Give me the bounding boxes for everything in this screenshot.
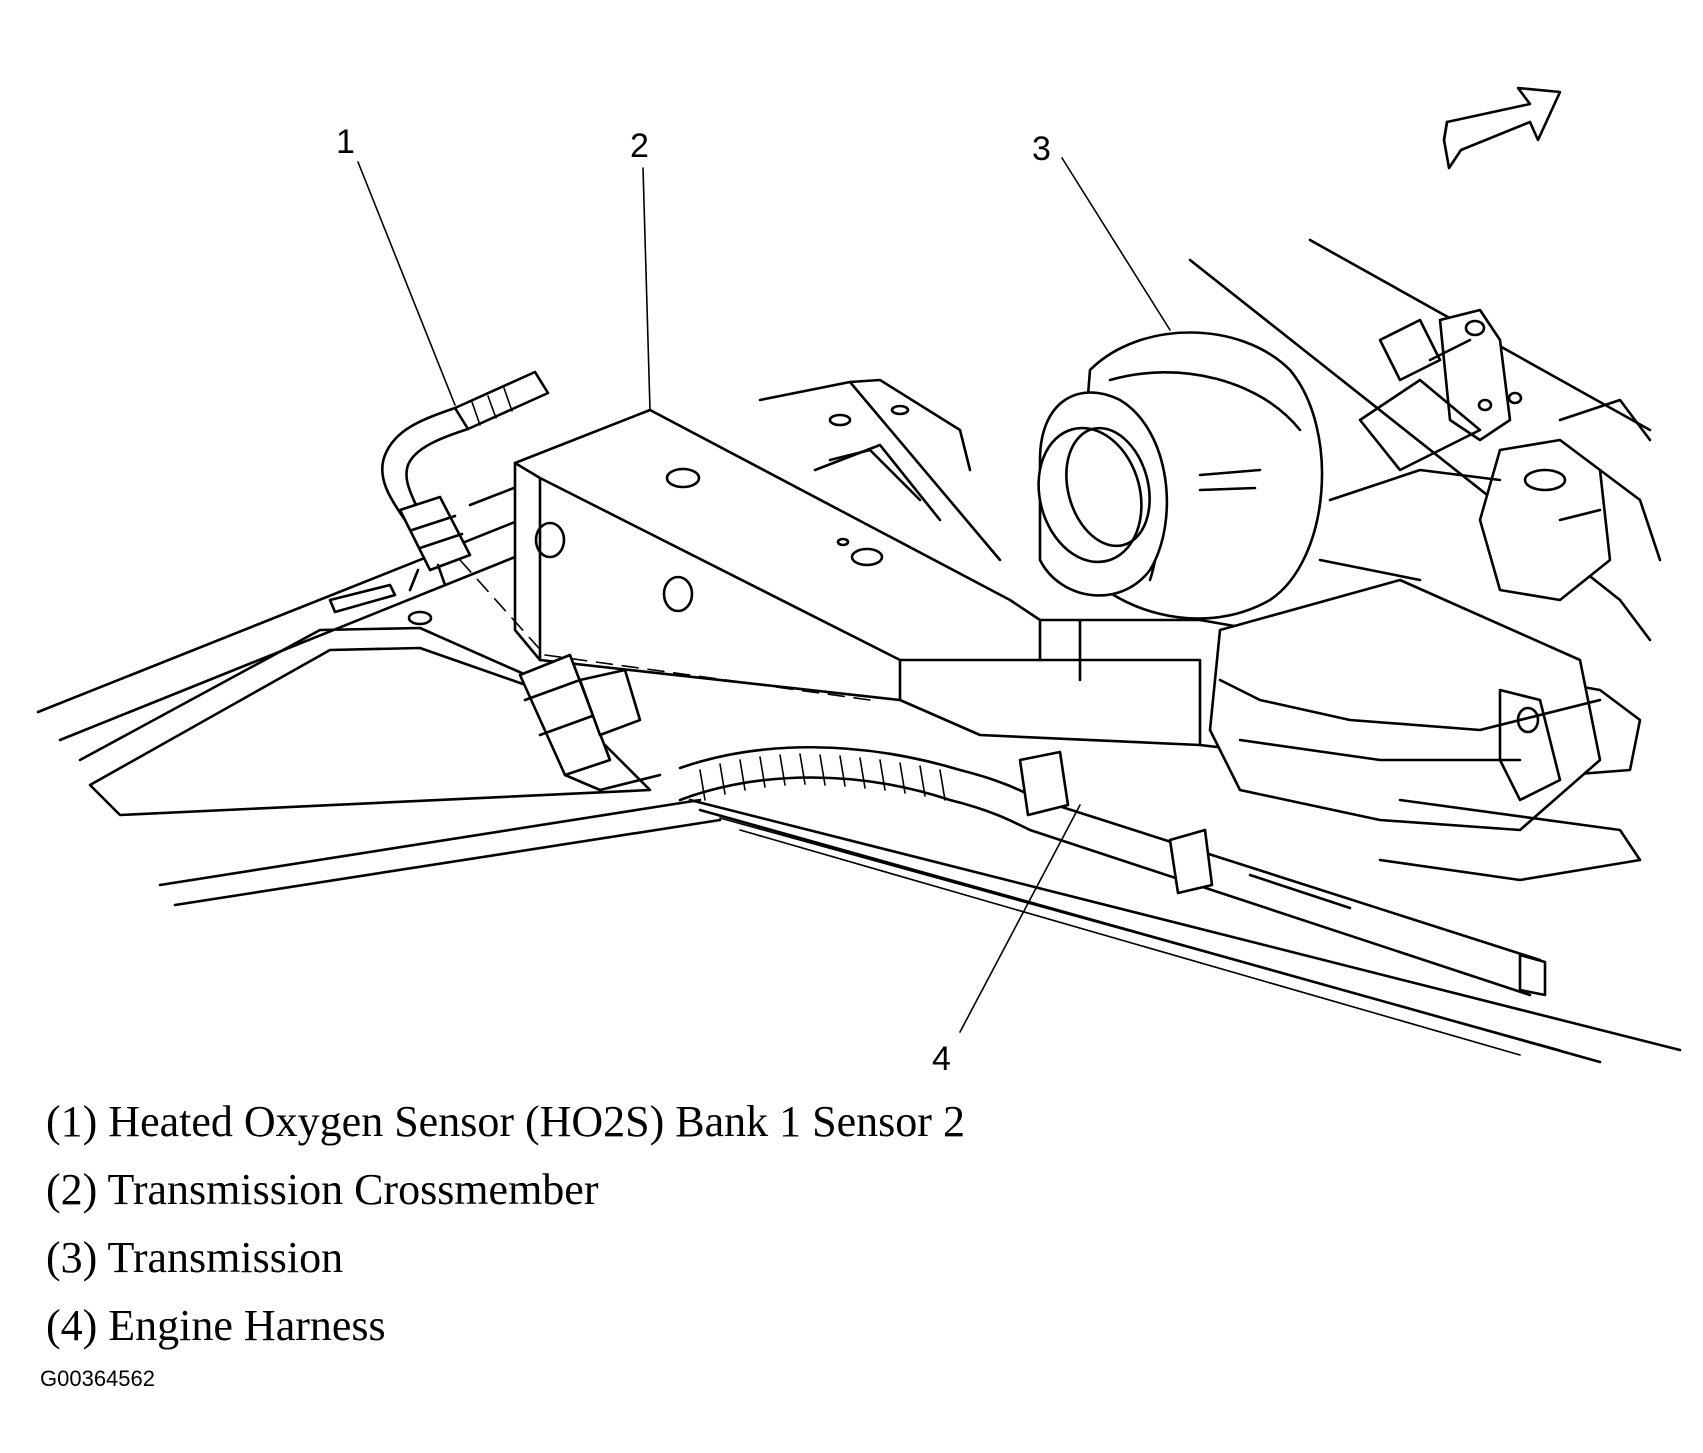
leader-line-2 xyxy=(642,167,651,411)
harness-connector xyxy=(518,653,662,792)
callout-number: 4 xyxy=(932,1040,951,1078)
legend-item: (1) Heated Oxygen Sensor (HO2S) Bank 1 S… xyxy=(46,1097,965,1146)
transmission xyxy=(1037,238,1652,620)
floor-pan xyxy=(36,378,1682,1064)
leader-line-4 xyxy=(959,804,1081,1033)
component-locator-diagram: 1 2 3 4 xyxy=(36,86,1682,1078)
legend-item: (4) Engine Harness xyxy=(46,1301,386,1350)
engine-components xyxy=(1328,308,1662,642)
callout-number: 3 xyxy=(1032,130,1051,168)
legend-item: (3) Transmission xyxy=(46,1233,344,1282)
callout-number: 2 xyxy=(630,127,649,165)
leader-line-3 xyxy=(1061,157,1171,331)
callout-number: 1 xyxy=(336,123,355,161)
direction-arrow-icon xyxy=(1442,86,1562,170)
engine-harness xyxy=(678,745,1547,997)
transmission-mount xyxy=(1208,578,1642,882)
connector-dashed-line xyxy=(459,559,871,701)
leader-line-1 xyxy=(357,161,456,406)
heated-oxygen-sensor xyxy=(381,370,550,592)
figure-id: G00364562 xyxy=(40,1366,155,1391)
legend: (1) Heated Oxygen Sensor (HO2S) Bank 1 S… xyxy=(46,1088,1346,1360)
legend-item: (2) Transmission Crossmember xyxy=(46,1165,599,1214)
